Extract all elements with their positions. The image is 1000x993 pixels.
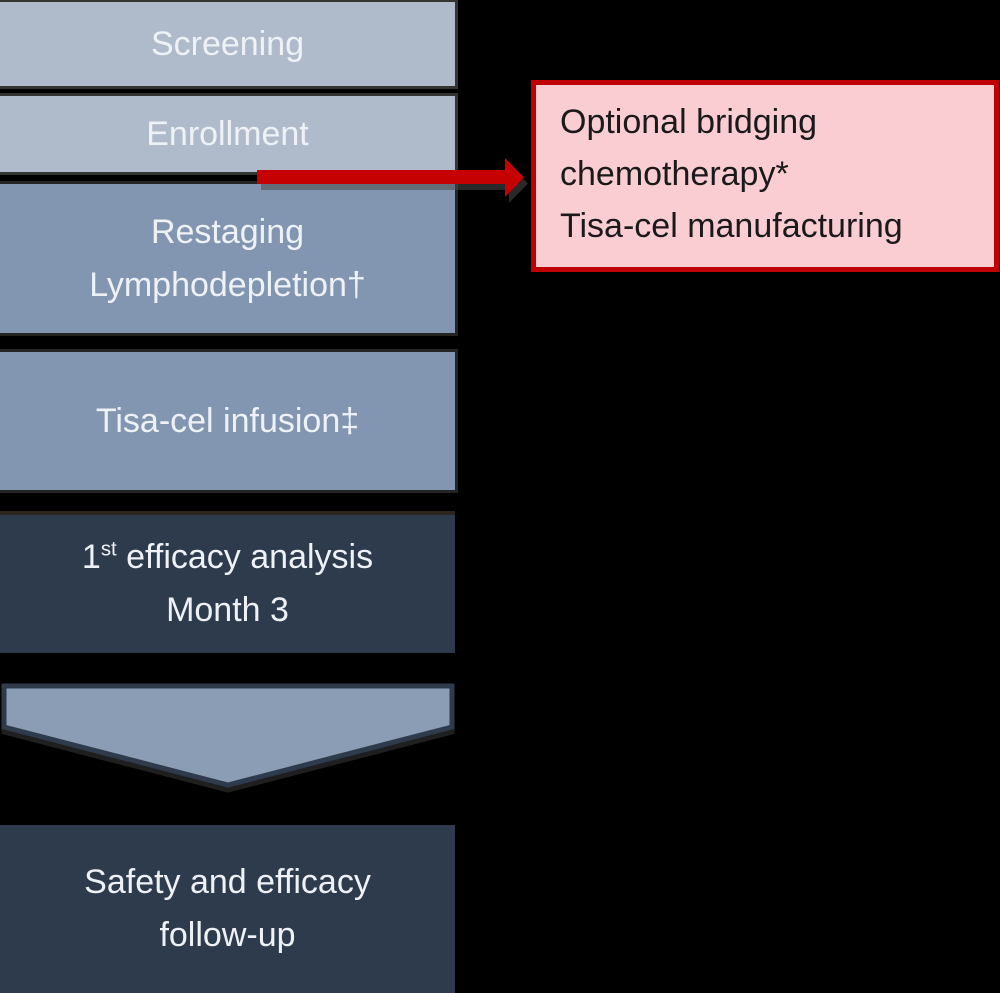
- note-line-manufacturing: Tisa-cel manufacturing: [560, 207, 903, 245]
- step-box-tisa-cel-infusion: Tisa-cel infusion‡: [0, 352, 455, 490]
- step-label-infusion: Tisa-cel infusion‡: [95, 401, 360, 440]
- note-line-chemotherapy: chemotherapy*: [560, 155, 789, 193]
- arrow-shaft: [257, 170, 505, 184]
- bridging-note-box: Optional bridging chemotherapy* Tisa-cel…: [531, 80, 999, 272]
- efficacy-ordinal-suffix: st: [100, 538, 117, 561]
- step-box-screening: Screening: [0, 2, 455, 86]
- arrow-head: [505, 158, 524, 197]
- step-box-restaging-lymphodepletion: Restaging Lymphodepletion†: [0, 184, 455, 333]
- step-label-lymphodepletion: Lymphodepletion†: [89, 265, 366, 304]
- step-label-safety-line2: follow-up: [159, 916, 296, 954]
- step-label-efficacy-line2: Month 3: [166, 591, 289, 629]
- step-box-first-efficacy-analysis: 1st efficacy analysis Month 3: [0, 515, 455, 653]
- note-line-optional-bridging: Optional bridging: [560, 103, 818, 141]
- step-label-enrollment: Enrollment: [146, 114, 309, 153]
- efficacy-line1-rest: efficacy analysis: [116, 538, 374, 576]
- step-label-restaging: Restaging: [150, 212, 305, 251]
- step-label-screening: Screening: [150, 24, 305, 63]
- step-box-enrollment: Enrollment: [0, 96, 455, 172]
- efficacy-ordinal-number: 1: [81, 538, 101, 576]
- step-label-efficacy-line1: 1st efficacy analysis: [82, 531, 373, 584]
- step-box-safety-followup: Safety and efficacy follow-up: [0, 825, 455, 993]
- down-chevron-icon: [1, 683, 455, 788]
- red-right-arrow-icon: [257, 158, 524, 197]
- step-label-safety-line1: Safety and efficacy: [84, 863, 371, 901]
